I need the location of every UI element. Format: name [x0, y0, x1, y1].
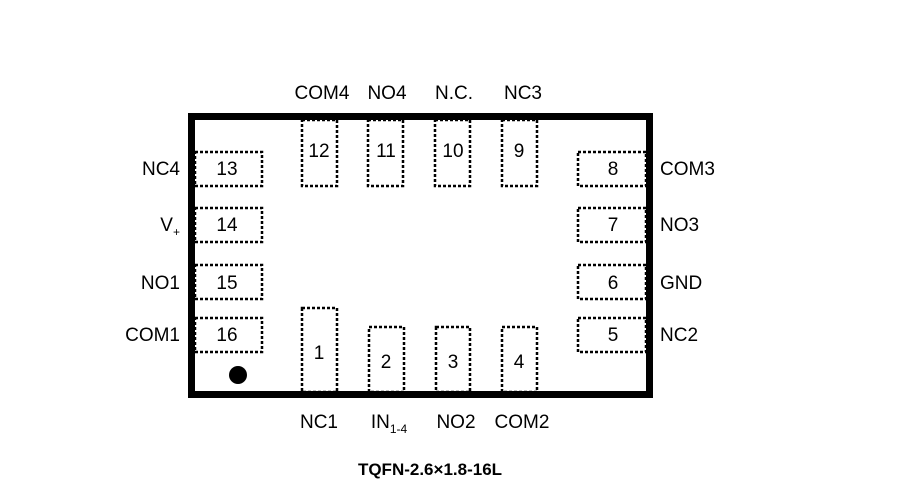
pin-name-text: NC1: [300, 412, 338, 433]
pin-name-11: NO4: [367, 83, 407, 104]
pin-name-text: V: [160, 215, 173, 236]
pin-name-text: COM4: [295, 83, 350, 104]
pin-number-2: 2: [381, 352, 392, 373]
pad-pin-10: [433, 118, 472, 188]
pad-pin-16: [193, 316, 264, 354]
pin-number-3: 3: [448, 352, 459, 373]
pad-pin-2: [367, 325, 406, 394]
pad-pin-1: [300, 306, 339, 394]
pad-pin-13: [193, 150, 264, 188]
pin-1-indicator-dot: [229, 366, 247, 384]
pin-name-7: NO3: [660, 215, 699, 236]
pin-number-5: 5: [608, 325, 619, 346]
package-title: TQFN-2.6×1.8-16L: [358, 460, 502, 479]
pin-name-text: NC3: [504, 83, 542, 104]
pad-pin-15: [193, 263, 264, 301]
pad-pin-11: [366, 118, 405, 188]
pad-pin-6: [576, 263, 648, 301]
pin-number-1: 1: [314, 343, 325, 364]
pin-name-12: COM4: [295, 83, 350, 104]
pin-number-4: 4: [514, 352, 525, 373]
pin-name-6: GND: [660, 273, 702, 294]
pad-pin-4: [500, 325, 539, 394]
pin-name-text: COM1: [125, 325, 180, 346]
pin-name-text: COM3: [660, 159, 715, 180]
pin-name-4: COM2: [495, 412, 550, 433]
pin-name-text: NC2: [660, 325, 698, 346]
pad-pin-12: [300, 118, 339, 188]
pin-name-subscript: +: [173, 225, 180, 239]
pin-number-11: 11: [376, 141, 396, 162]
pin-name-text: IN: [371, 412, 390, 433]
pad-pin-7: [576, 206, 648, 244]
pad-pin-9: [500, 118, 539, 188]
pin-name-text: NO3: [660, 215, 699, 236]
pin-name-13: NC4: [142, 159, 180, 180]
pin-name-subscript: 1-4: [390, 422, 408, 436]
pin-name-16: COM1: [125, 325, 180, 346]
pad-pin-8: [576, 150, 648, 188]
pin-name-text: N.C.: [435, 83, 473, 104]
pad-pin-5: [576, 316, 648, 354]
pin-name-text: NO1: [141, 273, 180, 294]
package-outline: [188, 113, 653, 398]
pin-number-12: 12: [308, 141, 329, 162]
pad-pin-3: [434, 325, 472, 394]
pin-name-10: N.C.: [435, 83, 473, 104]
pin-number-6: 6: [608, 273, 619, 294]
pin-name-15: NO1: [141, 273, 180, 294]
pin-name-text: NC4: [142, 159, 180, 180]
pin-number-16: 16: [216, 325, 237, 346]
pin-name-9: NC3: [504, 83, 542, 104]
pin-name-1: NC1: [300, 412, 338, 433]
pin-name-text: NO2: [436, 412, 475, 433]
pin-number-7: 7: [608, 215, 619, 236]
pin-number-8: 8: [608, 159, 619, 180]
pin-name-text: NO4: [367, 83, 407, 104]
pin-name-14: V+: [160, 215, 180, 239]
pin-name-8: COM3: [660, 159, 715, 180]
pin-number-15: 15: [216, 273, 237, 294]
pin-number-9: 9: [514, 141, 525, 162]
pin-number-13: 13: [216, 159, 237, 180]
pad-pin-14: [193, 206, 264, 244]
pin-name-3: NO2: [436, 412, 475, 433]
pin-name-text: COM2: [495, 412, 550, 433]
pin-name-2: IN1-4: [371, 412, 408, 436]
pin-number-10: 10: [442, 141, 463, 162]
pin-name-text: GND: [660, 273, 702, 294]
pin-number-14: 14: [216, 215, 238, 236]
pin-name-5: NC2: [660, 325, 698, 346]
